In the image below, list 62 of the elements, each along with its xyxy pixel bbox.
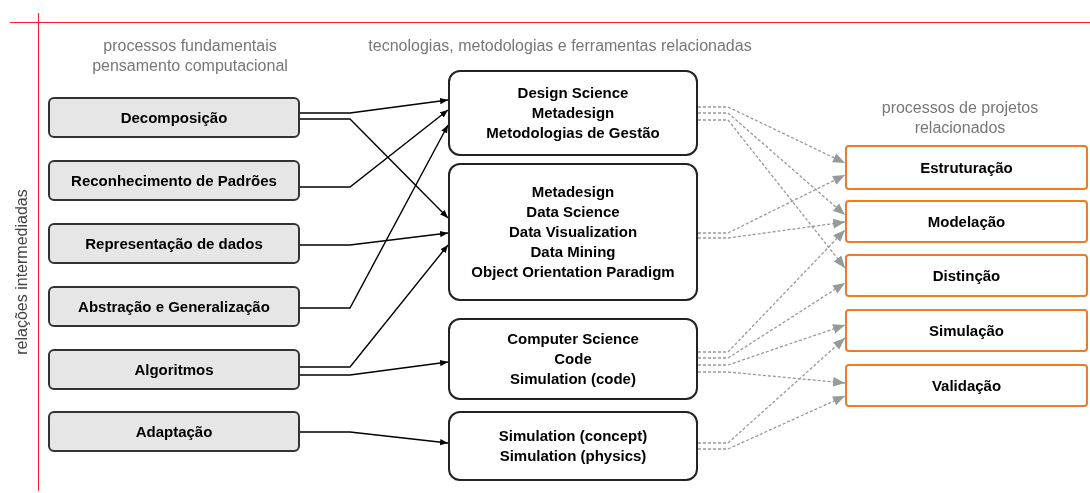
node-text: Adaptação	[135, 421, 213, 442]
node-text: Data Mining	[530, 242, 616, 262]
arrow	[299, 244, 449, 368]
node-text: Representação de dados	[85, 233, 263, 254]
column-heading: processos de projetos relacionados	[880, 98, 1040, 138]
node-text: Simulation (code)	[510, 369, 636, 389]
node-text: Computer Science	[507, 329, 639, 349]
node-text: Validação	[931, 375, 1002, 396]
arrow	[299, 97, 449, 114]
node-text: Simulation (physics)	[499, 446, 647, 466]
column-heading: tecnologias, metodologias e ferramentas relacionadas	[367, 36, 753, 56]
process-box	[48, 160, 300, 201]
node-text: Abstração e Generalização	[78, 296, 270, 317]
column-heading: processos fundamentais pensamento computacional	[91, 36, 289, 76]
node-text: Decomposição	[120, 107, 228, 128]
technology-box	[448, 163, 698, 301]
arrow	[299, 118, 449, 219]
node-text: Code	[554, 349, 592, 369]
node-text: Distinção	[932, 265, 1001, 286]
process-box	[48, 97, 300, 138]
arrow	[697, 371, 846, 387]
arrow	[299, 431, 449, 446]
technology-box	[448, 411, 698, 481]
node-text: Simulation (concept)	[498, 426, 648, 446]
node-text: Metadesign	[531, 182, 615, 202]
arrow	[697, 119, 846, 269]
node-text: Data Science	[526, 202, 620, 222]
process-box	[48, 286, 300, 327]
arrow	[697, 106, 846, 164]
technology-box	[448, 70, 698, 156]
project-process-box	[845, 254, 1088, 297]
arrow	[299, 124, 449, 309]
arrow	[299, 109, 449, 188]
project-process-box	[845, 364, 1088, 407]
node-text: Reconhecimento de Padrões	[71, 170, 277, 191]
arrow	[697, 174, 846, 234]
project-process-box	[845, 200, 1088, 243]
arrow	[299, 359, 449, 376]
process-box	[48, 223, 300, 264]
node-text: Estruturação	[920, 157, 1013, 178]
node-text: Modelação	[927, 211, 1006, 232]
axis-label: relações intermediadas	[12, 189, 31, 355]
technology-box	[448, 318, 698, 400]
arrow	[697, 229, 846, 353]
node-text: Metadesign	[531, 103, 615, 123]
node-text: Simulação	[929, 320, 1004, 341]
node-text: Object Orientation Paradigm	[471, 262, 675, 282]
arrow	[697, 324, 846, 366]
process-box	[48, 349, 300, 390]
project-process-box	[845, 309, 1088, 352]
arrow	[697, 395, 846, 450]
arrow	[299, 230, 449, 246]
process-box	[48, 411, 300, 452]
arrow	[697, 112, 846, 216]
node-text: Algoritmos	[134, 359, 214, 380]
arrow	[697, 218, 846, 239]
node-text: Data Visualization	[508, 222, 638, 242]
node-text: Metodologias de Gestão	[486, 123, 660, 143]
arrow	[697, 337, 846, 444]
project-process-box	[845, 145, 1088, 190]
arrow	[697, 282, 846, 359]
node-text: Design Science	[517, 83, 629, 103]
